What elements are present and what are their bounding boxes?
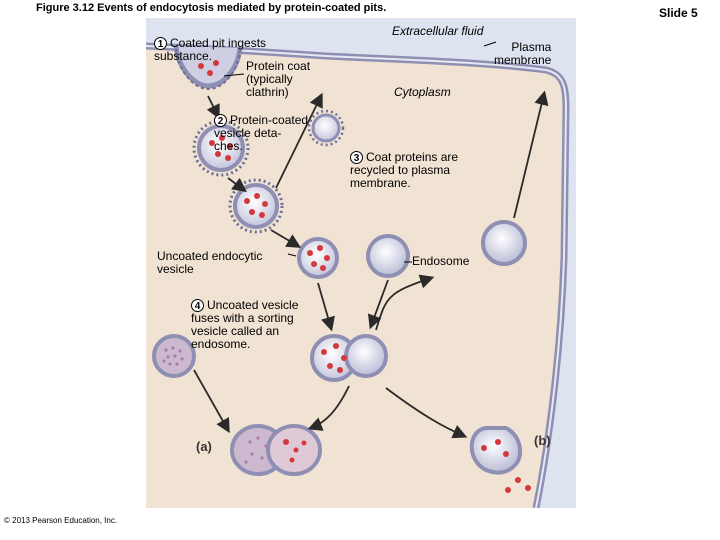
arrow-recycle-up <box>513 90 549 219</box>
coat-protein-vesicle <box>307 109 345 147</box>
endosome <box>366 234 410 278</box>
uncoated-endocytic-vesicle <box>297 237 339 279</box>
arrow-lysosome-down <box>193 369 230 434</box>
coated-vesicle <box>228 178 284 234</box>
arrow-to-fusion <box>317 282 335 332</box>
flow-arrows <box>193 90 549 439</box>
endosome-label: Endosome <box>412 254 470 268</box>
protein-coat-label: Protein coat (typically clathrin) <box>246 59 311 99</box>
arrow-endosome-to-fusion <box>367 279 389 330</box>
figure-title: Figure 3.12 Events of endocytosis mediat… <box>36 2 387 14</box>
lysosome <box>152 334 196 378</box>
arrow-pit-to-vesicle <box>206 95 220 120</box>
copyright: © 2013 Pearson Education, Inc. <box>4 516 118 525</box>
arrow-to-recycle <box>375 274 435 331</box>
exocytosis-vesicle <box>469 426 531 493</box>
arrow-vesicle-down <box>227 177 247 193</box>
part-b-label: (b) <box>534 433 551 448</box>
arrow-to-exocytosis <box>385 387 468 439</box>
part-a-label: (a) <box>196 439 212 454</box>
step-4-text: Uncoated vesicle fuses with a sorting ve… <box>191 298 299 351</box>
plasma-membrane-label: Plasma membrane <box>494 40 552 67</box>
arrow-to-lysosome <box>307 385 350 431</box>
step-3-text: Coat proteins are recycled to plasma mem… <box>350 150 459 190</box>
plasma-membrane-highlight <box>145 45 568 509</box>
slide-number: Slide 5 <box>659 6 698 20</box>
uncoated-vesicle-label: Uncoated endocytic vesicle <box>157 249 263 276</box>
step-2-badge: 2 <box>214 114 227 127</box>
extracellular-fluid-label: Extracellular fluid <box>392 24 484 38</box>
step-1-badge: 1 <box>154 37 167 50</box>
recycled-vesicle <box>481 220 527 266</box>
step-2-text: Protein-coated vesicle deta- ches. <box>214 113 309 153</box>
cytoplasm-label: Cytoplasm <box>394 85 451 99</box>
leader-lines <box>223 41 497 263</box>
diagram-illustration <box>145 18 576 509</box>
lysosome-fusion <box>230 424 322 476</box>
fused-vesicle-endosome <box>310 334 388 382</box>
arrow-coat-up <box>275 92 323 189</box>
step-1-text: Coated pit ingests substance. <box>154 36 267 63</box>
arrow-to-uncoated <box>270 229 302 248</box>
